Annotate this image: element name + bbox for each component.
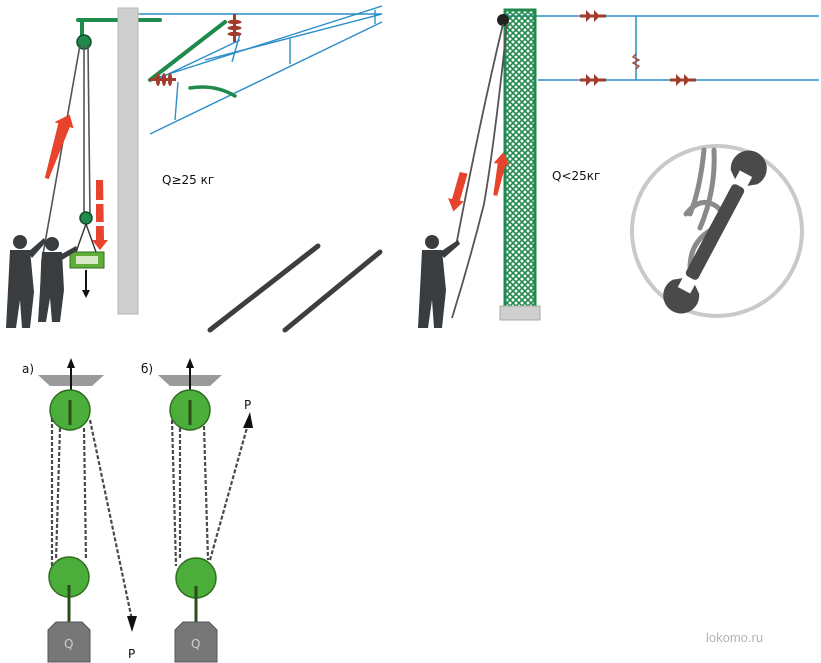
pulley-system-b: б) P Q (141, 358, 253, 663)
heavy-load-scene: Q≥25 кг (6, 5, 383, 333)
force-label-b: P (244, 398, 251, 412)
concrete-pole (117, 7, 139, 315)
pulley-system-a: а) P Q (22, 358, 137, 663)
lattice-mast (499, 8, 541, 321)
rope-lines (50, 418, 134, 621)
weight-block (174, 621, 218, 663)
insulator-icon (670, 74, 696, 86)
cantilever-bracket (76, 18, 237, 98)
pulley-icon (79, 211, 93, 225)
wrench-detail-inset (630, 144, 804, 318)
rope-lines (170, 419, 250, 567)
weight-label-a: Q (64, 637, 73, 651)
watermark: lokomo.ru (706, 630, 763, 645)
rope-lines (451, 23, 508, 319)
light-load-scene: Q<25кг (418, 8, 819, 328)
dropper-spring (631, 53, 641, 70)
lifted-load (69, 223, 105, 298)
light-load-label: Q<25кг (552, 169, 600, 183)
insulator-icon (580, 74, 606, 86)
weight-label-b: Q (191, 637, 200, 651)
catenary-wires-right (500, 15, 819, 81)
catenary-wires-left (135, 5, 383, 135)
pull-direction-arrows (44, 114, 108, 250)
worker-silhouette (418, 235, 460, 328)
insulator-icon (580, 10, 606, 22)
pulley-icon (497, 14, 509, 26)
heavy-load-label: Q≥25 кг (162, 173, 214, 187)
force-label-a: P (128, 647, 135, 661)
worker-silhouette (6, 235, 46, 328)
insulator-icon (150, 73, 176, 86)
worker-silhouette (38, 237, 78, 322)
weight-block (47, 621, 91, 663)
insulator-icon (227, 14, 242, 42)
rails (207, 243, 383, 333)
variant-a-label: а) (22, 362, 34, 376)
pull-direction-arrows (448, 152, 510, 212)
wrench-icon (663, 150, 767, 314)
variant-b-label: б) (141, 362, 153, 376)
